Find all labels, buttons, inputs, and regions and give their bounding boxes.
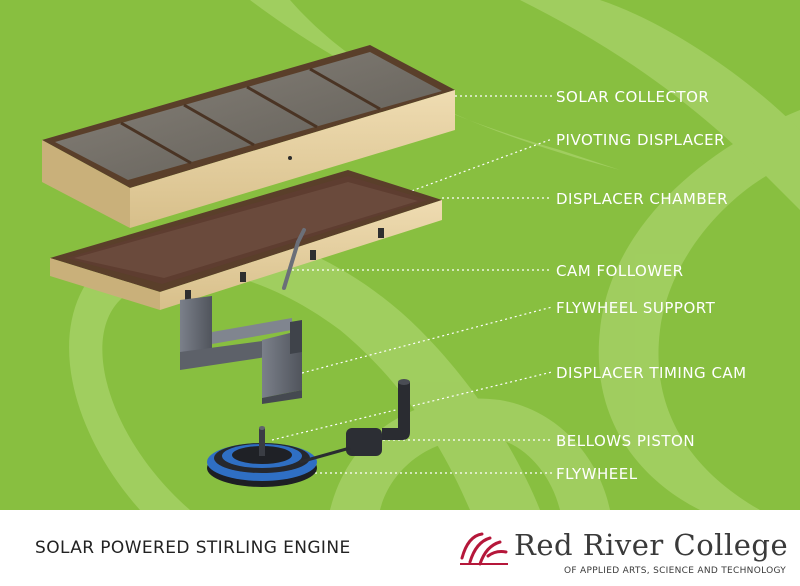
label-flywheel: FLYWHEEL [556,465,638,483]
college-name: Red River College [514,528,789,562]
label-displacer-timing-cam: DISPLACER TIMING CAM [556,364,747,382]
label-pivoting-displacer: PIVOTING DISPLACER [556,131,726,149]
leader-pivoting-displacer [397,138,553,197]
displacer-chamber [50,170,442,310]
solar-collector [42,45,455,228]
label-cam-follower: CAM FOLLOWER [556,262,684,280]
flywheel [207,426,317,487]
leader-flywheel-support [301,306,553,374]
college-subtitle: OF APPLIED ARTS, SCIENCE AND TECHNOLOGY [564,566,787,576]
label-flywheel-support: FLYWHEEL SUPPORT [556,299,716,317]
cam-follower [282,228,306,290]
flywheel-support [180,296,302,404]
college-logo: Red River College OF APPLIED ARTS, SCIEN… [458,526,798,582]
exploded-diagram [0,0,800,510]
leader-displacer-timing-cam [271,371,553,441]
leader-lines [271,95,553,474]
label-solar-collector: SOLAR COLLECTOR [556,88,710,106]
diagram-caption: SOLAR POWERED STIRLING ENGINE [35,538,351,558]
bellows-piston [299,379,410,464]
label-displacer-chamber: DISPLACER CHAMBER [556,190,729,208]
college-logo-mark [460,532,508,566]
label-bellows-piston: BELLOWS PISTON [556,432,696,450]
footer [0,510,800,586]
